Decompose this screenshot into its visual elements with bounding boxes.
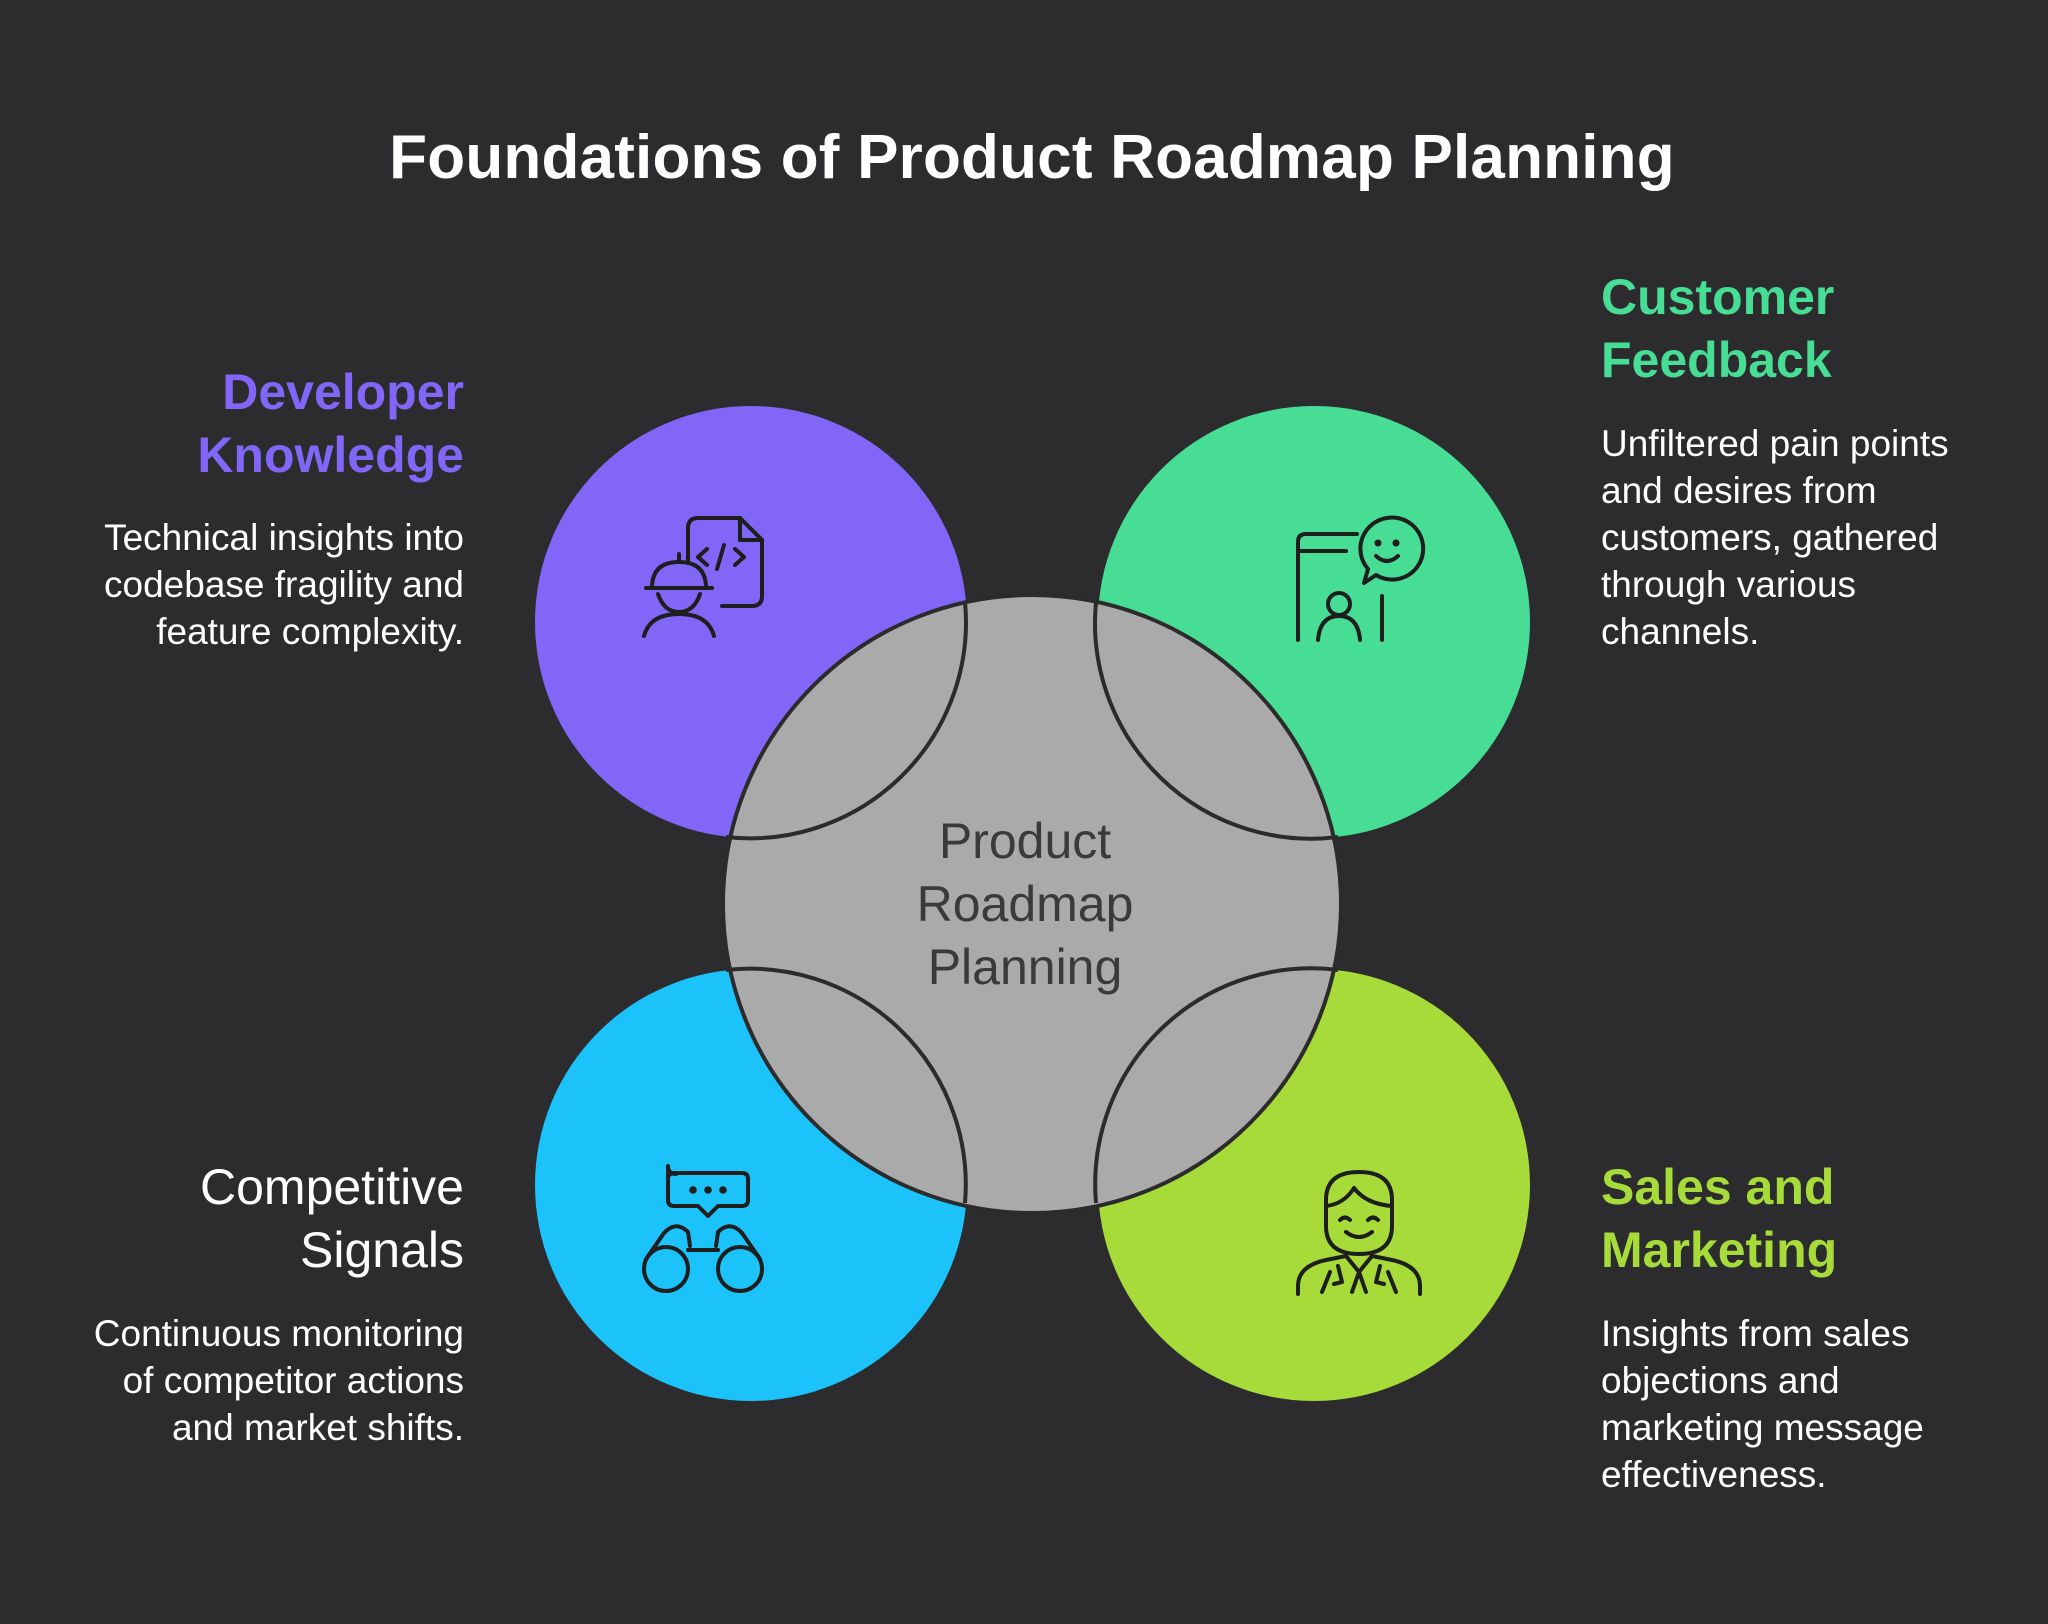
binoculars-icon	[642, 1164, 764, 1293]
overlap-arcs	[725, 601, 1339, 1204]
diagram-title: Foundations of Product Roadmap Planning	[389, 123, 1675, 192]
developer-knowledge-heading: Developer Knowledge	[197, 364, 464, 483]
competitive-signals-heading: Competitive Signals	[200, 1159, 464, 1278]
competitive-signals-description: Continuous monitoring of competitor acti…	[93, 1313, 464, 1448]
product-roadmap-circle	[721, 593, 1343, 1215]
customer-feedback-heading: Customer Feedback	[1601, 269, 1835, 388]
salesperson-icon	[1296, 1170, 1422, 1296]
customer-feedback-description: Unfiltered pain points and desires from …	[1601, 423, 1949, 652]
developer-knowledge-description: Technical insights into codebase fragili…	[104, 517, 464, 652]
sales-marketing-heading: Sales and Marketing	[1601, 1159, 1838, 1278]
sales-marketing-description: Insights from sales objections and marke…	[1601, 1313, 1924, 1495]
customer-chat-icon	[1296, 515, 1426, 642]
center-label: Product Roadmap Planning	[916, 813, 1134, 995]
developer-code-icon	[642, 516, 764, 638]
